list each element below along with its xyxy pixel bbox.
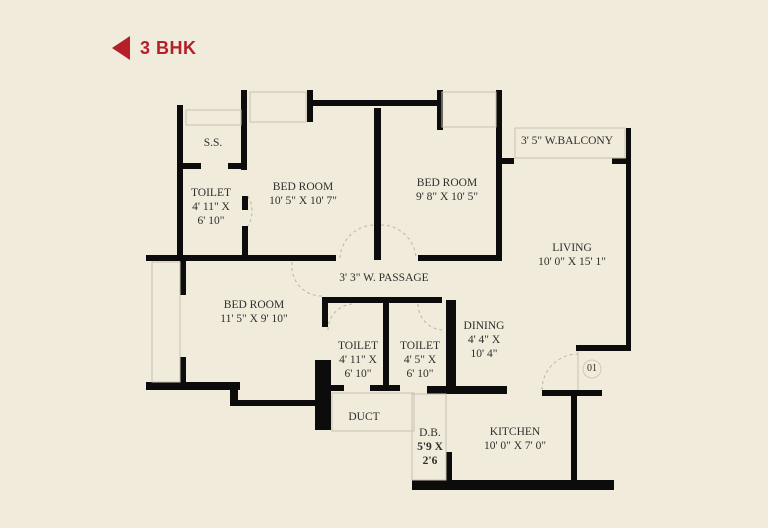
dining-label: DINING 4' 4" X 10' 4" [464,319,505,361]
entry-label: 01 [587,363,597,374]
room-name: KITCHEN [489,426,541,438]
passage-label: 3' 3" W. PASSAGE [339,272,429,284]
room-dim: 10' 0" X 7' 0" [483,440,547,452]
room-dim: 6' 10" [406,368,434,380]
room-name: TOILET [190,187,232,199]
toilet-2-label: TOILET 4' 11" X 6' 10" [338,339,378,381]
toilet-3-label: TOILET 4' 5" X 6' 10" [400,339,440,381]
room-dim: 6' 10" [344,368,372,380]
plan-title-text: 3 BHK [140,37,197,58]
room-name: BED ROOM [272,181,334,193]
bedroom-1-label: BED ROOM 10' 5" X 10' 7" [269,180,337,208]
duct-label: DUCT [348,411,380,423]
room-dim: 9' 8" X 10' 5" [415,191,479,203]
room-dim: 5'9 X [417,441,443,453]
kitchen-label: KITCHEN 10' 0" X 7' 0" [484,425,546,453]
balcony-label: 3' 5" W.BALCONY [520,135,614,147]
room-name: BED ROOM [416,177,478,189]
room-dim: 2'6 [422,455,438,467]
room-dim: 10' 4" [470,348,498,360]
room-name: DINING [463,320,505,332]
room-dim: 4' 4" X [467,334,501,346]
ss-label: S.S. [203,137,223,149]
room-dim: 10' 5" X 10' 7" [269,195,337,207]
room-dim: 6' 10" [197,215,225,227]
room-name: BED ROOM [223,299,285,311]
bedroom-2-label: BED ROOM 9' 8" X 10' 5" [416,176,478,204]
room-name: TOILET [337,340,379,352]
room-dim: 4' 11" X [339,354,377,366]
room-name: D.B. [419,427,441,439]
plan-title: 3 BHK [112,36,197,60]
room-dim: 4' 11" X [192,201,230,213]
db-label: D.B. 5'9 X 2'6 [417,426,443,468]
room-dim: 4' 5" X [403,354,437,366]
triangle-left-icon[interactable] [112,36,130,60]
room-dim: 10' 0" X 15' 1" [538,256,606,268]
room-name: TOILET [399,340,441,352]
bedroom-3-label: BED ROOM 11' 5" X 9' 10" [220,298,287,326]
living-label: LIVING 10' 0" X 15' 1" [538,241,606,269]
toilet-1-label: TOILET 4' 11" X 6' 10" [191,186,231,228]
room-name: LIVING [552,242,592,254]
room-dim: 11' 5" X 9' 10" [220,313,288,325]
